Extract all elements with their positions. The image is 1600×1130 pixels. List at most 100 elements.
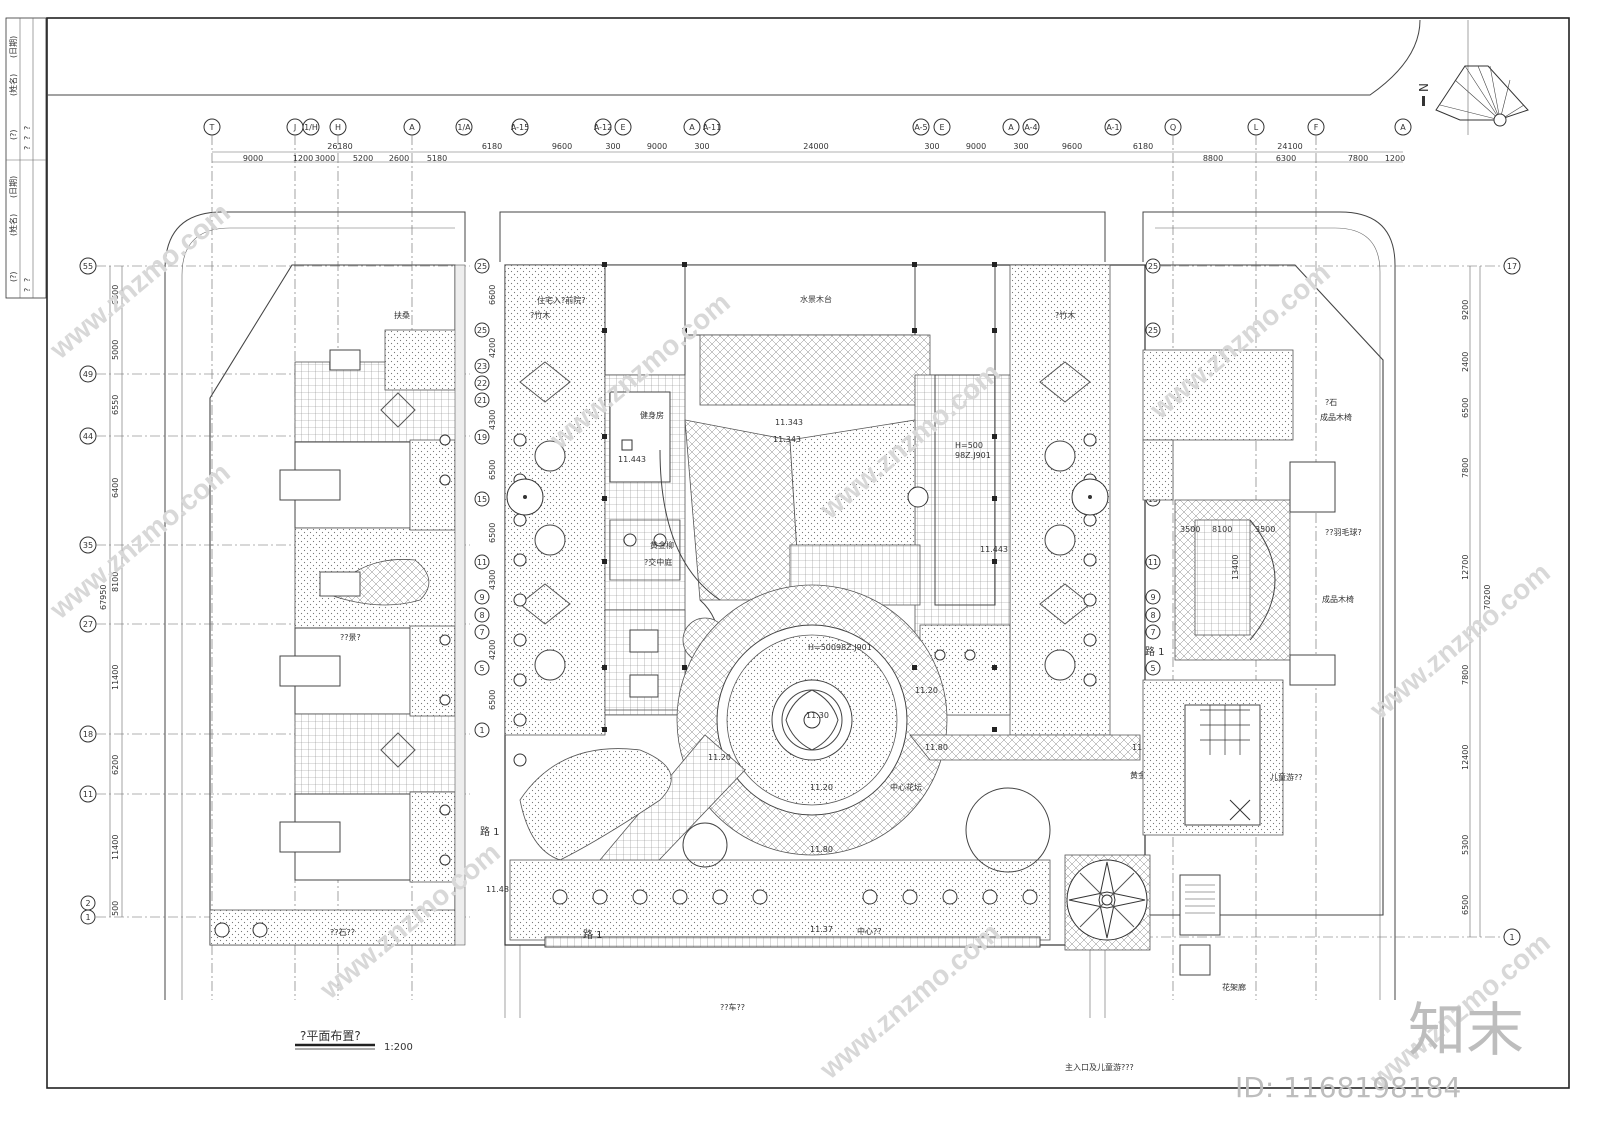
axis-bubble: Q — [1164, 118, 1182, 1000]
svg-text:1/A: 1/A — [457, 123, 471, 132]
right-axis-grid: 17 1 9200 2400 6500 7800 12700 7800 1240… — [1143, 257, 1521, 946]
svg-text:11: 11 — [83, 790, 93, 799]
label-huangjin: 黄金柳 — [650, 540, 674, 550]
svg-text:www.znzmo.com: www.znzmo.com — [43, 197, 236, 366]
pool-b: 3500 — [1255, 525, 1275, 534]
elevation: 11.48 — [486, 885, 509, 894]
tb-cell-4: ? — [23, 136, 32, 140]
svg-text:1: 1 — [479, 726, 484, 735]
image-id: ID: 1168198184 — [1235, 1071, 1461, 1104]
svg-text:15: 15 — [477, 495, 487, 504]
label-jianshen: 健身房 — [640, 410, 664, 420]
svg-text:7: 7 — [479, 628, 484, 637]
label-huajia: 花架廊 — [1222, 982, 1246, 992]
top-dim: 9000 — [243, 154, 263, 163]
site-boundary — [47, 19, 1469, 1018]
left-dim: 8100 — [111, 572, 120, 592]
h-info: H=500 — [808, 643, 836, 652]
pool-width: 8100 — [1212, 525, 1232, 534]
top-dim: 9000 — [966, 142, 986, 151]
label-tingche: ??车?? — [720, 1002, 745, 1012]
top-dim: 300 — [694, 142, 709, 151]
axis-bubble: 1/H — [302, 118, 320, 136]
tb-cell-8: (?) — [9, 272, 18, 283]
label-zhongzhi: ?竹木 — [530, 310, 550, 320]
label-chengpin2: 成品木椅 — [1322, 594, 1354, 604]
svg-text:25: 25 — [477, 326, 487, 335]
svg-text:18: 18 — [83, 730, 93, 739]
top-dim: 6300 — [1276, 154, 1296, 163]
svg-text:25: 25 — [1148, 326, 1158, 335]
elevation: 11.443 — [980, 545, 1008, 554]
tb-cell-1: (姓名) — [8, 74, 18, 96]
left-dim: 5000 — [111, 340, 120, 360]
svg-text:T: T — [209, 123, 215, 132]
top-dim: 5180 — [427, 154, 447, 163]
right-dim: 12700 — [1461, 555, 1470, 580]
svg-text:H: H — [335, 123, 341, 132]
right-dim: 7800 — [1461, 665, 1470, 685]
svg-text:4300: 4300 — [488, 570, 497, 590]
axis-bubble: A-11 — [703, 118, 721, 136]
elevation: 11.80 — [925, 743, 948, 752]
svg-text:5: 5 — [1150, 664, 1155, 673]
axis-bubble: A — [1394, 118, 1412, 136]
elevation: 11.20 — [810, 783, 833, 792]
top-dim: 7800 — [1348, 154, 1368, 163]
plan-title: ?平面布置? 1:200 — [295, 1029, 413, 1053]
axis-bubble: E — [933, 118, 951, 136]
top-dim: 9600 — [1062, 142, 1082, 151]
top-dim: 300 — [1013, 142, 1028, 151]
svg-text:A: A — [1008, 123, 1014, 132]
svg-text:44: 44 — [83, 432, 93, 441]
label-lu1-right: 路 1 — [1145, 645, 1165, 658]
axis-bubble: A — [683, 118, 701, 136]
label-ertong: 儿童游?? — [1270, 772, 1303, 782]
label-yanshi: ?石 — [1325, 398, 1337, 407]
svg-text:23: 23 — [477, 362, 487, 371]
left-dim: 500 — [111, 901, 120, 916]
axis-bubble: 1/A — [455, 118, 473, 136]
structural-columns — [602, 262, 997, 732]
svg-text:2: 2 — [85, 899, 90, 908]
top-dim: 300 — [924, 142, 939, 151]
axis-bubble: A — [1002, 118, 1020, 136]
svg-text:A-1: A-1 — [1106, 123, 1119, 132]
central-courtyard: 25 25 23 22 21 19 15 11 9 8 7 5 1 25 25 … — [474, 258, 1165, 1012]
left-building-block: 扶桑 路 1 ??景? ??石?? — [209, 264, 500, 946]
svg-text:9: 9 — [1150, 593, 1155, 602]
right-dim: 6500 — [1461, 895, 1470, 915]
svg-text:11: 11 — [477, 558, 487, 567]
top-dim: 1200 — [1385, 154, 1405, 163]
axis-bubble: 17 — [1143, 257, 1521, 275]
svg-text:22: 22 — [477, 379, 487, 388]
top-dim: 24100 — [1277, 142, 1302, 151]
tb-cell-5: ? — [23, 146, 32, 150]
plan-title-text: ?平面布置? — [300, 1029, 361, 1043]
top-dim: 26180 — [327, 142, 352, 151]
right-dim: 7800 — [1461, 458, 1470, 478]
trees — [214, 433, 1109, 938]
label-jiaohui: ?交中庭 — [644, 557, 672, 567]
svg-text:25: 25 — [477, 262, 487, 271]
top-dim: 300 — [605, 142, 620, 151]
top-dim: 1200 — [293, 154, 313, 163]
tb-cell-6: (日期) — [9, 176, 18, 198]
tb-cell-0: (日期) — [9, 36, 18, 58]
svg-text:6600: 6600 — [488, 285, 497, 305]
svg-text:4200: 4200 — [488, 338, 497, 358]
svg-text:4200: 4200 — [488, 640, 497, 660]
svg-text:8: 8 — [479, 611, 484, 620]
plan-scale: 1:200 — [384, 1042, 413, 1053]
label-lu1-left: 路 1 — [480, 825, 500, 838]
elevation: 11.443 — [618, 455, 646, 464]
tb-cell-7: (姓名) — [8, 214, 18, 236]
svg-text:A: A — [409, 123, 415, 132]
left-dim: 6600 — [111, 285, 120, 305]
right-building-block: ?石 成品木椅 成品木椅 ??羽毛球? 儿童游?? 花架廊 8100 13400… — [1142, 349, 1362, 992]
left-dim: 6550 — [111, 395, 120, 415]
h-info: H=500 — [955, 441, 983, 450]
label-shuijing: 水景木台 — [800, 294, 832, 304]
label-center: 中心花坛 — [890, 782, 922, 792]
